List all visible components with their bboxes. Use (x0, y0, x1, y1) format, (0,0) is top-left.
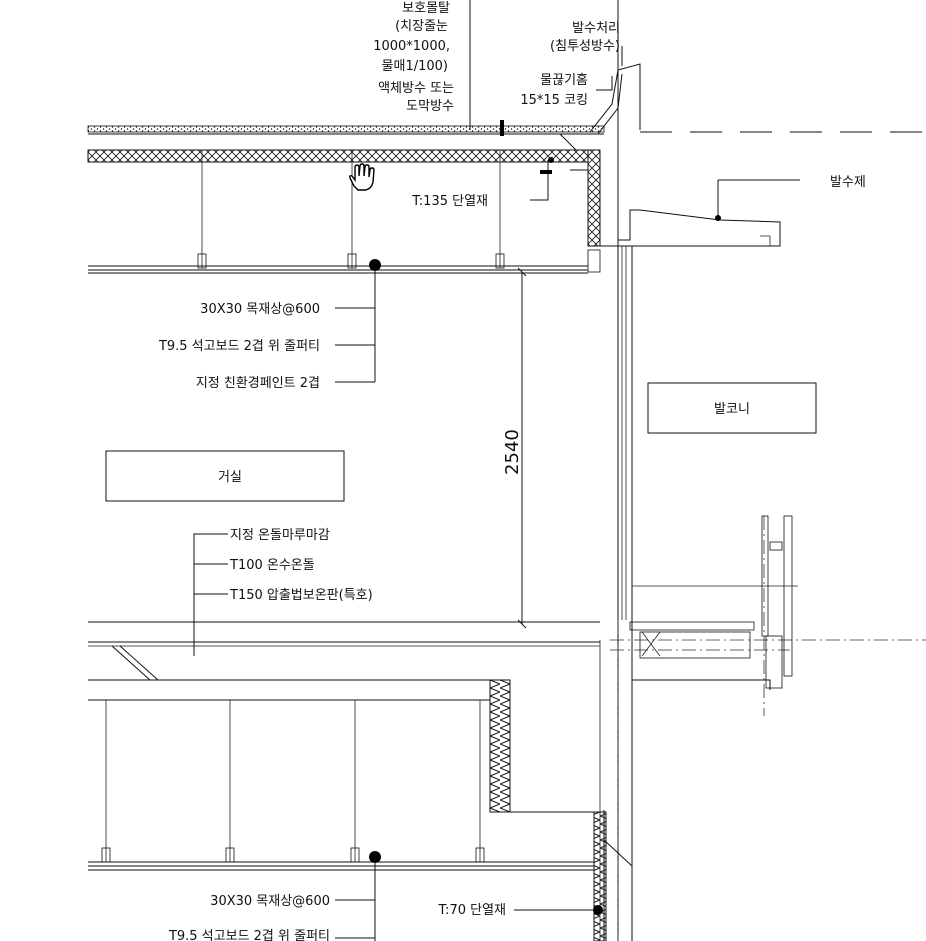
water-repellent-label: 발수제 (830, 175, 866, 190)
water-repellent-treat-label-1: 발수처리 (572, 21, 620, 36)
liquid-waterproof-label-1: 액체방수 또는 (378, 81, 454, 96)
protect-mortar-label-4: 물매1/100) (382, 59, 448, 74)
living-room-box (105, 450, 345, 502)
leader-lines (193, 0, 800, 941)
protect-mortar-label-3: 1000*1000, (373, 39, 450, 54)
balcony-box (647, 382, 817, 434)
gypsum-upper-label: T9.5 석고보드 2겹 위 줄퍼티 (158, 339, 320, 354)
dimension-ceiling-height: 2540 (502, 267, 527, 629)
protect-mortar-label-1: 보호몰탈 (402, 1, 450, 16)
insulation-70-label: T:70 단열재 (438, 903, 506, 918)
lower-ceiling (88, 679, 633, 941)
extruded-insulation-label: T150 압출법보온판(특호) (229, 588, 373, 603)
floor-finish-label: 지정 온돌마루마감 (230, 528, 330, 543)
dimension-label: 2540 (502, 429, 523, 475)
balcony-cantilever (618, 209, 781, 247)
floor-slab (88, 515, 926, 941)
drip-groove-label-2: 15*15 코킹 (520, 93, 588, 108)
liquid-waterproof-label-2: 도막방수 (406, 99, 454, 114)
roof-slab (87, 63, 641, 274)
gypsum-lower-label: T9.5 석고보드 2겹 위 줄퍼티 (168, 929, 330, 941)
batten-upper-label: 30X30 목재상@600 (200, 302, 320, 317)
batten-lower-label: 30X30 목재상@600 (210, 894, 330, 909)
water-repellent-treat-label-2: (침투성방수) (550, 39, 620, 54)
hot-water-ondol-label: T100 온수온돌 (229, 558, 315, 573)
hand-cursor-icon (349, 163, 375, 191)
protect-mortar-label-2: (치장줄눈 (395, 19, 448, 34)
exterior-wall (599, 0, 633, 941)
insulation-135-label: T:135 단열재 (411, 194, 488, 209)
balcony-label: 발코니 (714, 402, 750, 417)
drip-groove-label-1: 물끊기홈 (540, 73, 588, 88)
living-room-label: 거실 (218, 470, 242, 485)
paint-upper-label: 지정 친환경페인트 2겹 (196, 376, 320, 391)
